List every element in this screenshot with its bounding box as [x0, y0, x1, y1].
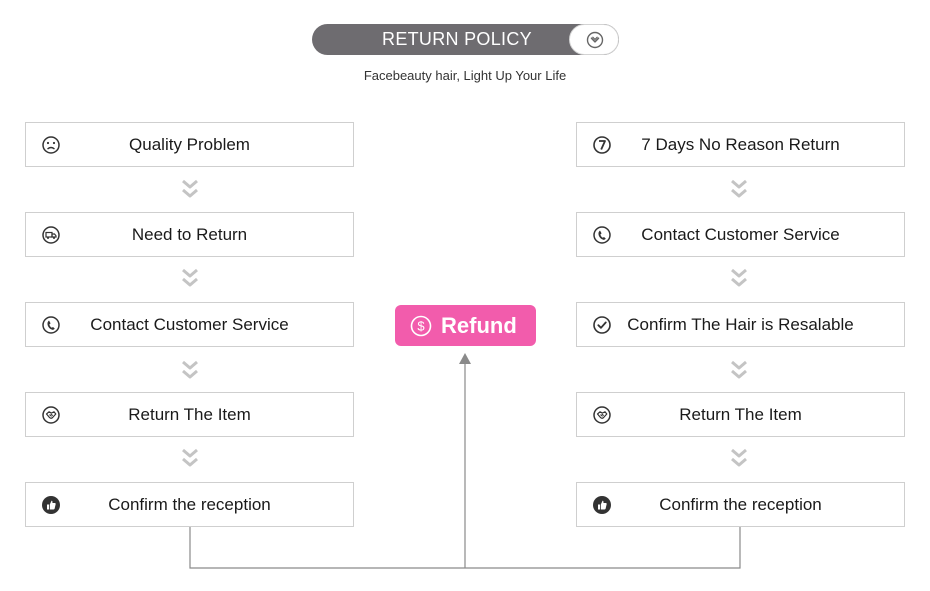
sad-face-icon	[42, 136, 60, 154]
check-circle-icon	[593, 316, 611, 334]
dollar-circle-icon: $	[410, 315, 432, 337]
svg-text:$: $	[417, 319, 425, 334]
left-step-3: Contact Customer Service	[25, 302, 354, 347]
double-chevron-down-icon	[182, 268, 198, 287]
thumbs-up-icon	[593, 496, 611, 514]
right-step-2: Contact Customer Service	[576, 212, 905, 257]
right-step-5: Confirm the reception	[576, 482, 905, 527]
double-chevron-down-icon	[731, 360, 747, 379]
double-chevron-down-icon	[182, 448, 198, 467]
right-step-1: 7 Days No Reason Return	[576, 122, 905, 167]
step-label: Return The Item	[128, 405, 251, 424]
seven-circle-icon	[593, 136, 611, 154]
step-label: Confirm the reception	[659, 495, 822, 514]
step-label: 7 Days No Reason Return	[641, 135, 840, 154]
refund-badge: $ Refund	[395, 305, 536, 346]
phone-icon	[593, 226, 611, 244]
double-chevron-down-icon	[182, 360, 198, 379]
double-chevron-down-icon	[731, 448, 747, 467]
step-label: Return The Item	[679, 405, 802, 424]
delivery-truck-icon	[42, 226, 60, 244]
subtitle: Facebeauty hair, Light Up Your Life	[363, 68, 567, 83]
double-chevron-down-icon	[182, 179, 198, 198]
right-step-4: Return The Item	[576, 392, 905, 437]
double-chevron-down-icon	[731, 268, 747, 287]
step-label: Contact Customer Service	[641, 225, 840, 244]
step-label: Quality Problem	[129, 135, 250, 154]
header-pill: RETURN POLICY	[312, 24, 619, 55]
header-toggle[interactable]	[569, 24, 619, 55]
phone-icon	[42, 316, 60, 334]
step-label: Need to Return	[131, 225, 248, 244]
handshake-icon	[593, 406, 611, 424]
step-label: Confirm The Hair is Resalable	[627, 315, 854, 334]
left-step-5: Confirm the reception	[25, 482, 354, 527]
right-step-3: Confirm The Hair is Resalable	[576, 302, 905, 347]
left-step-4: Return The Item	[25, 392, 354, 437]
step-label: Confirm the reception	[108, 495, 271, 514]
chevron-down-circle-icon	[586, 31, 604, 49]
refund-label: Refund	[441, 313, 517, 338]
left-step-2: Need to Return	[25, 212, 354, 257]
step-label: Contact Customer Service	[90, 315, 289, 334]
handshake-icon	[42, 406, 60, 424]
thumbs-up-icon	[42, 496, 60, 514]
page-title: RETURN POLICY	[382, 29, 532, 49]
left-step-1: Quality Problem	[25, 122, 354, 167]
double-chevron-down-icon	[731, 179, 747, 198]
arrow-up-icon	[459, 353, 471, 364]
